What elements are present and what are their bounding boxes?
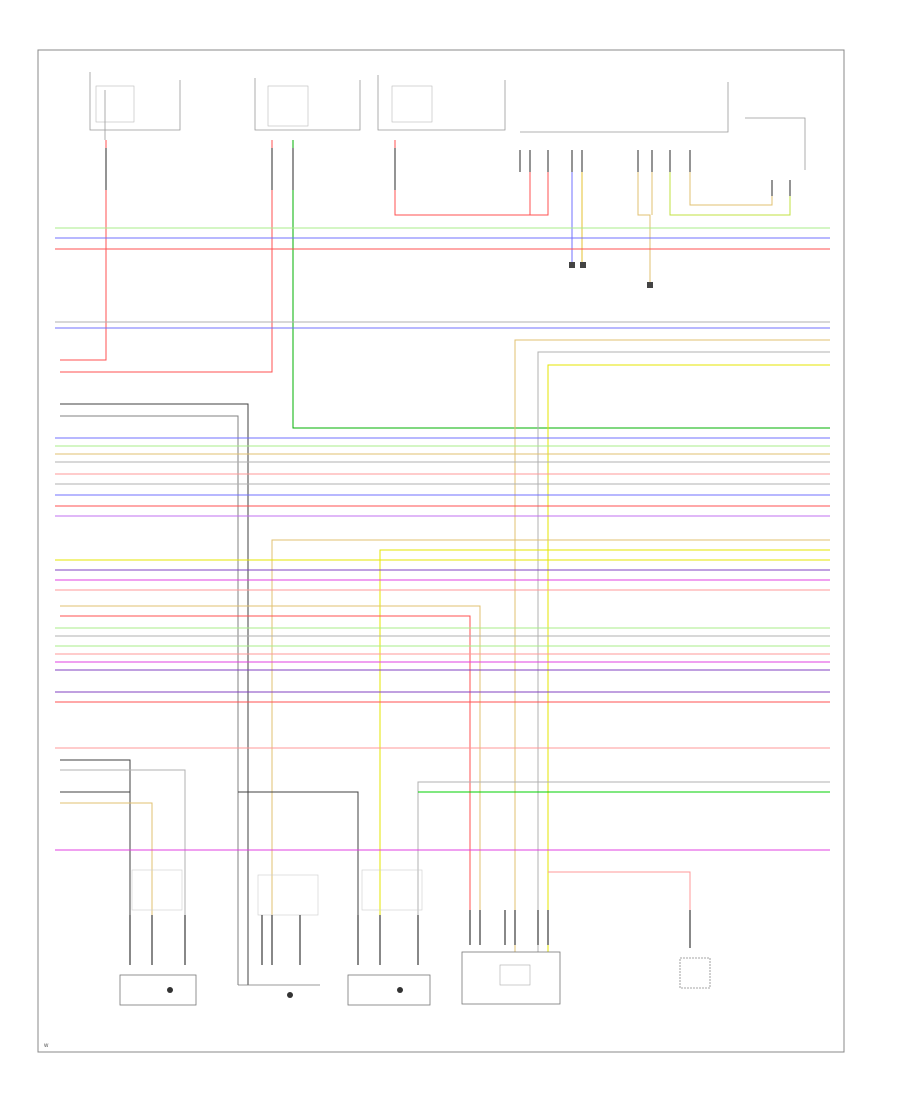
ground-symbols <box>569 262 653 288</box>
connector-stubs <box>105 148 791 196</box>
component-center <box>347 869 431 1006</box>
fuse-block-left <box>89 72 181 140</box>
vertical-wires <box>60 140 830 429</box>
bus-wires <box>55 227 830 985</box>
component-center-left <box>238 874 320 998</box>
diagram-frame <box>37 49 845 1053</box>
component-left <box>119 869 197 1006</box>
component-module <box>461 910 561 1005</box>
fuse-block-center <box>254 78 361 131</box>
component-right <box>679 910 711 989</box>
footer-code: W <box>44 1043 49 1049</box>
fuse-block-right <box>377 75 506 131</box>
module-top-right <box>520 82 806 170</box>
